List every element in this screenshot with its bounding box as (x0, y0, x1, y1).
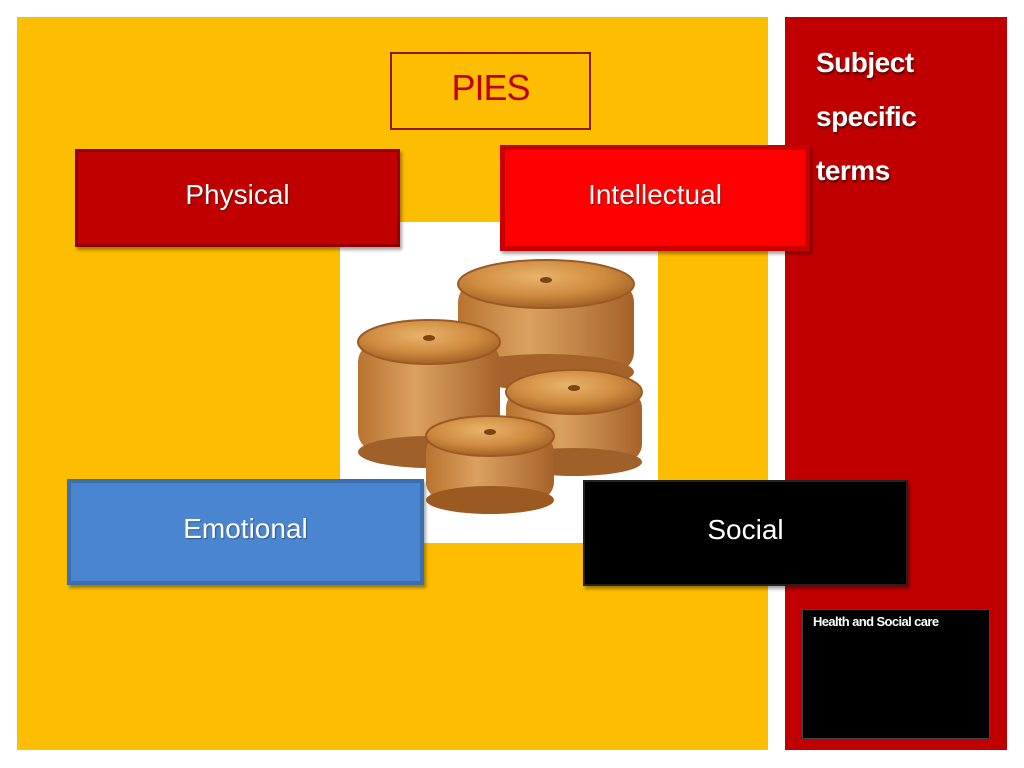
heading-line-3: terms (816, 155, 890, 186)
social-label: Social (707, 514, 784, 545)
social-box: Social (583, 480, 908, 586)
physical-label: Physical (185, 179, 290, 210)
pork-pies-image (357, 259, 643, 514)
heading-line-2: specific (816, 101, 917, 132)
health-and-social-care-box: Health and Social care (802, 609, 990, 739)
emotional-label: Emotional (183, 513, 308, 544)
physical-box: Physical (75, 149, 400, 247)
title-box: PIES (390, 52, 591, 130)
subject-specific-terms-heading: Subject specific terms (816, 36, 996, 198)
intellectual-label: Intellectual (588, 179, 722, 210)
health-and-social-care-label: Health and Social care (813, 614, 939, 629)
heading-line-1: Subject (816, 47, 914, 78)
page-title: PIES (451, 67, 530, 108)
pies-photo (340, 222, 658, 543)
emotional-box: Emotional (67, 479, 424, 585)
intellectual-box: Intellectual (500, 145, 810, 251)
